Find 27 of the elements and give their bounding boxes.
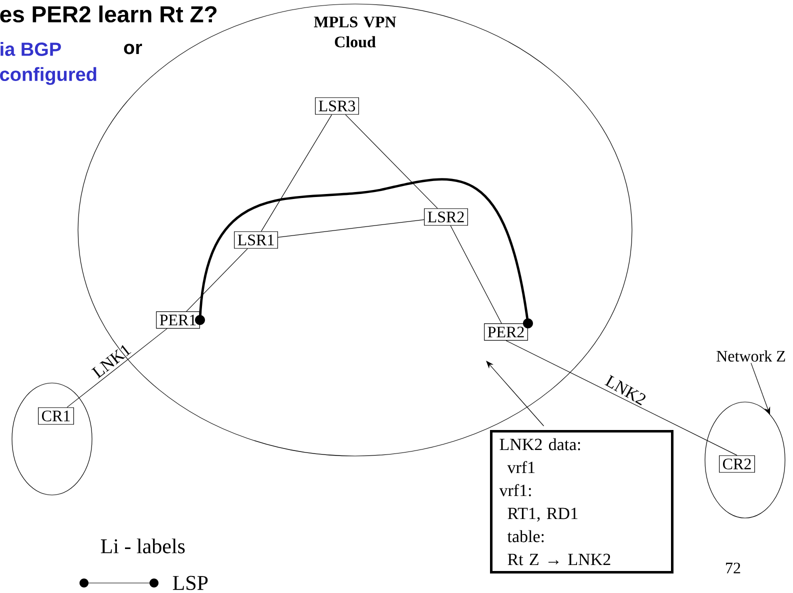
data-box: LNK2 data: vrf1 vrf1: RT1, RD1 table: Rt Z → LNK2	[490, 430, 674, 574]
site-ellipse	[12, 382, 92, 496]
link-line	[66, 328, 168, 408]
lsp-path	[194, 178, 533, 328]
link-line	[186, 248, 248, 312]
note-text: ia BGP	[0, 42, 61, 56]
router-box: LSR3	[315, 97, 359, 115]
title: es PER2 learn Rt Z?	[0, 6, 217, 22]
cloud-label: MPLS VPN Cloud	[314, 16, 396, 48]
link-line	[345, 114, 438, 209]
link-line	[506, 340, 738, 456]
link-line	[260, 114, 332, 232]
link-line	[278, 219, 424, 238]
router-box: LSR1	[234, 231, 278, 249]
network-label: Network Z	[716, 350, 785, 362]
note-text: Li - labels	[100, 538, 185, 554]
note-text: or	[124, 44, 142, 54]
link-line	[450, 225, 502, 324]
arrow	[486, 360, 544, 426]
router-box: LSR2	[424, 208, 468, 226]
page-number: 72	[726, 562, 740, 574]
router-box: CR2	[719, 455, 755, 473]
router-box: CR1	[38, 407, 74, 425]
legend-text: LSP	[172, 576, 208, 590]
note-text: configured	[0, 67, 96, 85]
site-ellipse	[704, 402, 786, 518]
router-box: PER2	[484, 323, 528, 341]
